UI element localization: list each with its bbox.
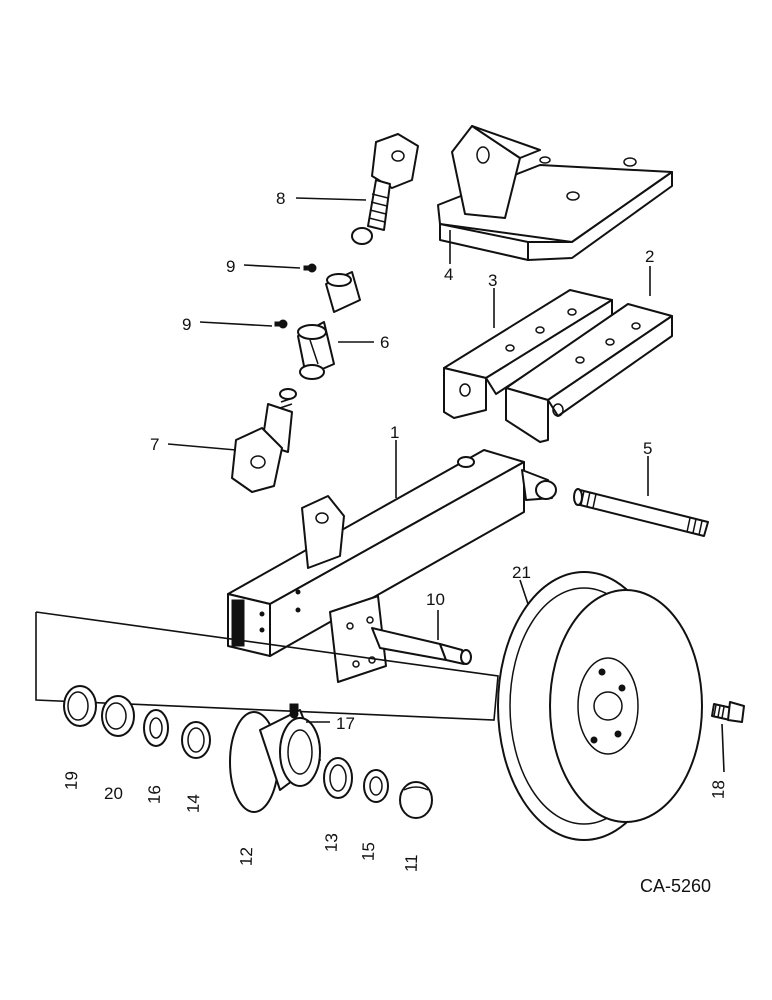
drawing-code: CA-5260	[640, 876, 711, 896]
part-17-grease-fitting	[289, 703, 299, 719]
callout-10: 10	[426, 590, 445, 609]
callout-21: 21	[512, 563, 531, 582]
callout-18: 18	[709, 780, 729, 800]
part-9-grease-fitting-lower	[274, 319, 288, 329]
callout-19: 19	[62, 771, 82, 791]
callout-5: 5	[643, 439, 652, 458]
callout-14: 14	[184, 794, 204, 814]
part-21-wheel-rim	[497, 571, 703, 841]
assembly-outline	[35, 611, 499, 721]
part-11-dust-cap	[399, 781, 433, 819]
callout-15: 15	[359, 842, 379, 862]
callout-labels: 8 9 9 6 7 4 3 2 1 5 10 21 17 19 20 16 14…	[62, 189, 729, 896]
callout-6: 6	[380, 333, 389, 352]
callout-8: 8	[276, 189, 285, 208]
callout-4: 4	[444, 265, 453, 284]
callout-2: 2	[645, 247, 654, 266]
callout-20: 20	[104, 784, 123, 803]
callout-11: 11	[402, 854, 422, 872]
leader-lines	[167, 197, 725, 773]
part-7-clevis	[231, 388, 297, 493]
part-14-bearing-cup	[181, 721, 211, 759]
part-19-seal	[63, 685, 97, 727]
part-18-wheel-bolt	[711, 701, 745, 723]
callout-7: 7	[150, 435, 159, 454]
callout-9-lower: 9	[182, 315, 191, 334]
part-15-bearing-cone	[363, 769, 389, 803]
part-2-angle-plate	[505, 303, 673, 443]
callout-17: 17	[336, 714, 355, 733]
part-13-bearing-cup	[323, 757, 353, 799]
part-8-clevis	[351, 133, 419, 245]
part-6-turnbuckle	[297, 271, 361, 380]
part-5-threaded-pin	[573, 488, 709, 537]
part-16-bearing-cone	[143, 709, 169, 747]
part-1-main-arm	[227, 449, 557, 657]
callout-1: 1	[390, 423, 399, 442]
part-4-mounting-bracket	[437, 125, 673, 261]
part-20-bearing-cup	[101, 695, 135, 737]
part-9-grease-fitting-upper	[303, 263, 317, 273]
callout-12: 12	[237, 847, 257, 867]
callout-9-upper: 9	[226, 257, 235, 276]
part-3-angle-plate	[443, 289, 613, 419]
callout-3: 3	[488, 271, 497, 290]
callout-16: 16	[145, 785, 165, 805]
part-12-hub	[229, 709, 321, 813]
part-10-spindle	[329, 595, 472, 683]
callout-13: 13	[322, 833, 342, 853]
